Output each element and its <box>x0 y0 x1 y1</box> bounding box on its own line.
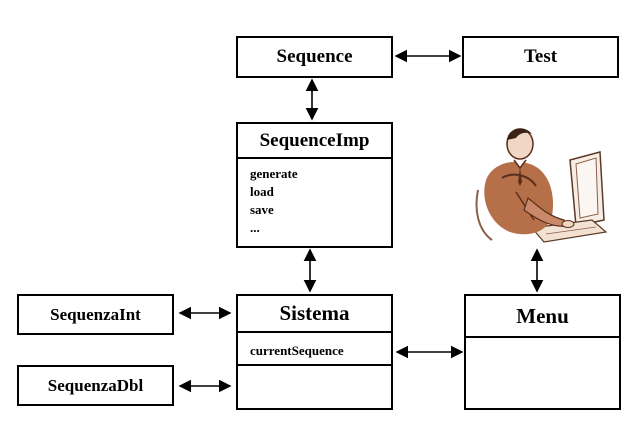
sequence-box: Sequence <box>236 36 393 78</box>
menu-box: Menu <box>464 294 621 410</box>
sequence-label: Sequence <box>276 46 353 67</box>
menu-title-row: Menu <box>466 296 619 338</box>
sequenceimp-title-row: SequenceImp <box>238 124 391 159</box>
test-box: Test <box>462 36 619 78</box>
method-item: ... <box>250 220 260 235</box>
sequenceimp-method-list: generate load save ... <box>238 159 391 237</box>
test-label: Test <box>523 46 558 67</box>
sequenzaint-box: SequenzaInt <box>17 294 174 335</box>
sequenceimp-box: SequenceImp generate load save ... <box>236 122 393 248</box>
sequenzadbl-box: SequenzaDbl <box>17 365 174 406</box>
sequenzaint-label: SequenzaInt <box>50 304 141 324</box>
sistema-title: Sistema <box>279 301 350 325</box>
method-item: load <box>250 184 274 199</box>
person-at-computer-icon <box>475 128 608 243</box>
sistema-box: Sistema currentSequence <box>236 294 393 410</box>
sequenceimp-title: SequenceImp <box>259 129 370 151</box>
method-item: save <box>250 202 274 217</box>
menu-title: Menu <box>516 303 569 328</box>
sistema-field-section: currentSequence <box>238 333 391 366</box>
sequenzadbl-label: SequenzaDbl <box>47 375 144 395</box>
sistema-field: currentSequence <box>250 343 344 358</box>
method-item: generate <box>250 166 298 181</box>
sistema-title-row: Sistema <box>238 296 391 333</box>
